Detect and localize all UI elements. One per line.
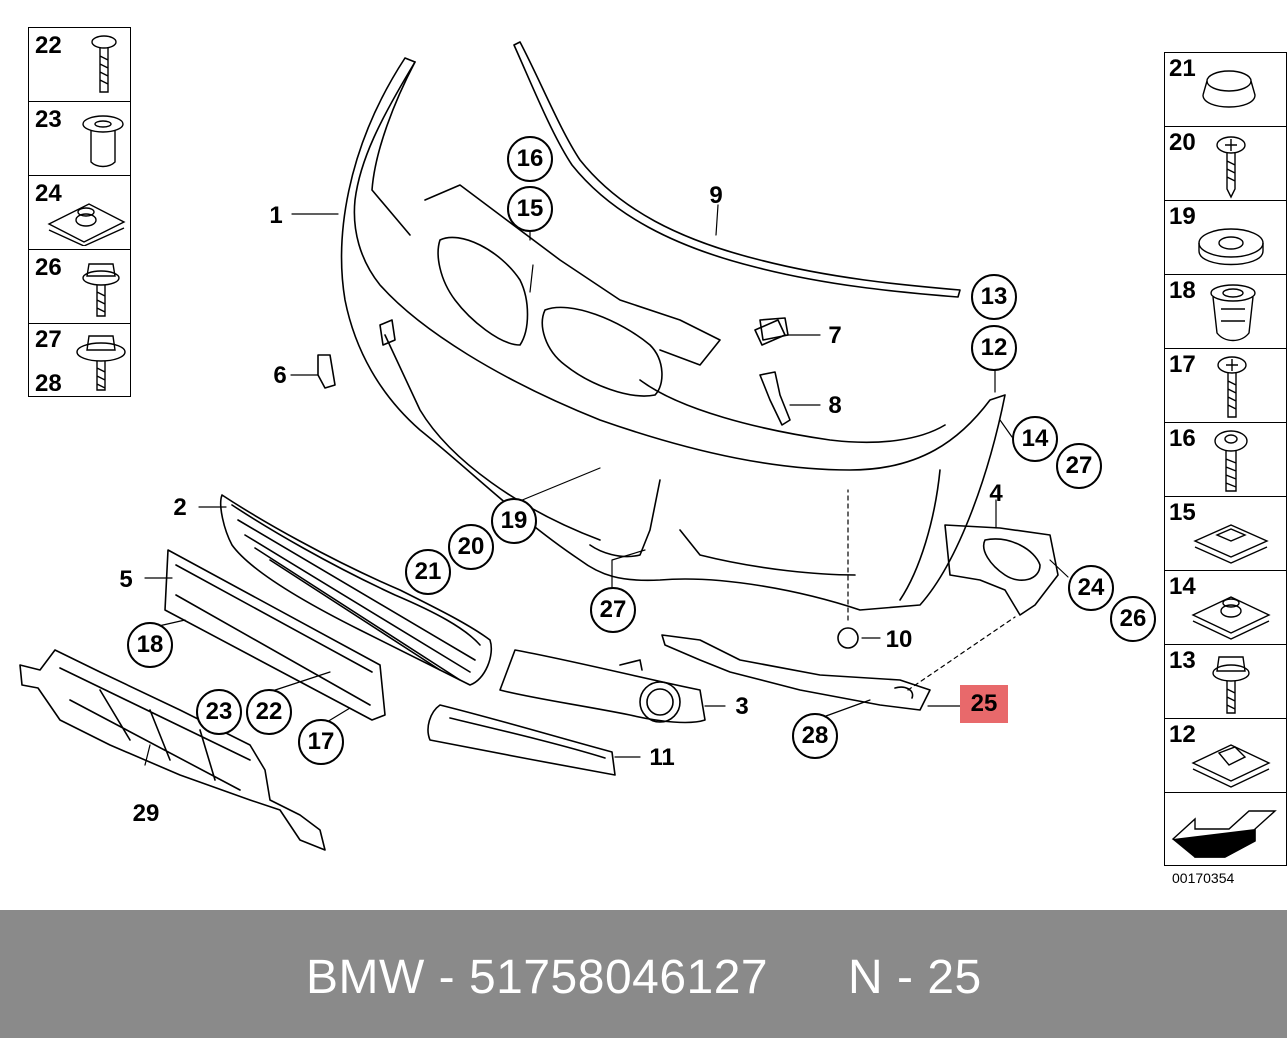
legend-cell-19: 19 [1164, 200, 1287, 275]
legend-number: 15 [1169, 499, 1196, 526]
callout-26: 26 [1110, 596, 1156, 642]
legend-number: 23 [35, 106, 62, 133]
legend-number: 17 [1169, 351, 1196, 378]
callout-21: 21 [405, 549, 451, 595]
trim-strip-drawing [513, 41, 961, 298]
cover-7-drawing [754, 319, 786, 346]
callout-29: 29 [132, 800, 160, 827]
legend-cell-16: 16 [1164, 422, 1287, 497]
callout-17: 17 [298, 719, 344, 765]
legend-cell-arrow [1164, 792, 1287, 866]
grommet-icon [1198, 228, 1264, 266]
callout-18: 18 [127, 622, 173, 668]
callout-12: 12 [971, 325, 1017, 371]
bumper-carrier-drawing [19, 649, 326, 851]
parts-diagram [19, 41, 1069, 851]
center-grille-drawing [219, 494, 492, 686]
legend-number: 28 [35, 370, 62, 397]
callout-4: 4 [989, 480, 1003, 507]
spring-nut-icon [1191, 744, 1271, 788]
callout-22: 22 [246, 689, 292, 735]
callout-1: 1 [269, 202, 283, 229]
bracket-drawing [944, 524, 1059, 616]
screw-icon [1217, 356, 1247, 418]
license-plate-base-drawing [164, 549, 386, 721]
legend-cell-17: 17 [1164, 348, 1287, 423]
self-tapping-screw-icon [1216, 136, 1246, 199]
legend-number: 18 [1169, 277, 1196, 304]
trim-frame-drawing [427, 704, 616, 776]
legend-number: 14 [1169, 573, 1196, 600]
legend-cell-24: 24 [28, 175, 131, 250]
plug-10-drawing [837, 627, 859, 649]
legend-cell-13: 13 [1164, 644, 1287, 719]
callout-2: 2 [173, 494, 187, 521]
callout-19: 19 [491, 498, 537, 544]
hex-bolt-icon [82, 263, 120, 317]
direction-arrow-icon [1171, 810, 1277, 858]
clip-nut-icon [47, 203, 126, 246]
legend-cell-21: 21 [1164, 52, 1287, 127]
callout-8: 8 [828, 392, 842, 419]
clip-6-drawing [317, 354, 336, 389]
legend-number: 12 [1169, 721, 1196, 748]
callout-13: 13 [971, 274, 1017, 320]
legend-cell-12: 12 [1164, 718, 1287, 793]
callout-11: 11 [649, 744, 675, 771]
callout-24: 24 [1068, 565, 1114, 611]
catalog-number: 00170354 [1172, 870, 1235, 886]
legend-cell-22: 22 [28, 27, 131, 102]
fog-light-grille-drawing [499, 649, 706, 724]
screw-icon [91, 35, 117, 93]
legend-cell-27-28: 27 28 [28, 323, 131, 397]
position-label: N - 25 [848, 951, 982, 1004]
legend-number: 21 [1169, 55, 1196, 82]
callout-28: 28 [792, 713, 838, 759]
callout-9: 9 [709, 182, 723, 209]
legend-cell-15: 15 [1164, 496, 1287, 571]
square-nut-icon [1193, 524, 1269, 564]
flange-bolt-icon [76, 335, 126, 391]
callout-7: 7 [828, 322, 842, 349]
callout-10: 10 [885, 626, 913, 653]
callout-23: 23 [196, 689, 242, 735]
part-number-label: BMW - 51758046127 [306, 951, 769, 1004]
legend-number: 22 [35, 32, 62, 59]
callout-3: 3 [735, 693, 749, 720]
callout-27-center: 27 [590, 587, 636, 633]
callout-20: 20 [448, 524, 494, 570]
legend-cell-18: 18 [1164, 274, 1287, 349]
legend-number: 16 [1169, 425, 1196, 452]
expansion-rivet-icon [1210, 284, 1256, 342]
footer-bar: BMW - 51758046127 N - 25 [0, 910, 1287, 1038]
legend-number: 26 [35, 254, 62, 281]
legend-number: 24 [35, 180, 62, 207]
callout-6: 6 [273, 362, 287, 389]
washer-8-drawing [759, 371, 791, 426]
legend-number: 19 [1169, 203, 1196, 230]
callout-16: 16 [507, 136, 553, 182]
legend-cell-20: 20 [1164, 126, 1287, 201]
legend-cell-26: 26 [28, 249, 131, 324]
legend-number: 27 [35, 326, 62, 353]
bumper-cover-drawing [340, 57, 1006, 611]
torx-bolt-icon [1214, 430, 1248, 492]
callout-15: 15 [507, 186, 553, 232]
callout-5: 5 [119, 566, 133, 593]
legend-number: 13 [1169, 647, 1196, 674]
legend-cell-14: 14 [1164, 570, 1287, 645]
air-duct-drawing [661, 634, 931, 711]
expansion-nut-icon [82, 115, 124, 168]
callout-14: 14 [1012, 416, 1058, 462]
legend-cell-23: 23 [28, 101, 131, 176]
legend-number: 20 [1169, 129, 1196, 156]
callout-27-right: 27 [1056, 443, 1102, 489]
cap-plug-icon [1202, 70, 1256, 108]
callout-25-highlighted: 25 [960, 685, 1008, 723]
hex-bolt-icon [1212, 656, 1250, 714]
clip-nut-icon [1191, 596, 1271, 640]
